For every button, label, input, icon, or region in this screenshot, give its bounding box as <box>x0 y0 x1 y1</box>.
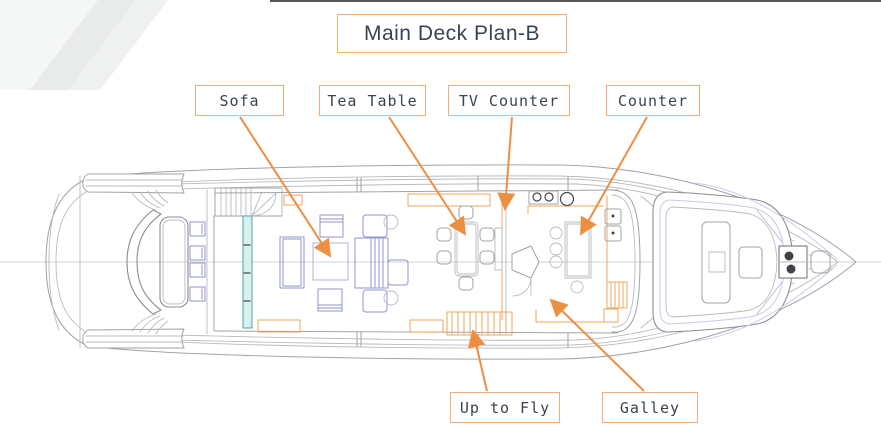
sofa-arrow <box>239 116 332 258</box>
stern-stair-fan-top <box>131 189 169 211</box>
bow-area <box>640 182 838 342</box>
counter-arrow <box>580 116 648 236</box>
salon-glass-door <box>242 215 253 329</box>
callout-tea-table: Tea Table <box>319 85 426 116</box>
wall-cabinets <box>257 193 491 333</box>
callout-sofa: Sofa <box>195 85 284 116</box>
stove <box>528 190 559 205</box>
callout-galley: Galley <box>602 392 698 423</box>
top-edge-line <box>270 0 881 2</box>
sink <box>559 191 575 207</box>
entry-vestibule <box>511 245 540 279</box>
corner-decoration <box>0 0 168 90</box>
tea-table <box>454 221 479 277</box>
aft-chairs <box>189 221 206 302</box>
up-to-fly-arrow <box>467 329 488 392</box>
bow-sunpad <box>701 221 731 304</box>
stern-stair-fan-bottom <box>131 313 169 335</box>
transom-curved-seat <box>126 209 162 315</box>
galley-counter <box>564 221 592 279</box>
plan-title: Main Deck Plan-B <box>337 14 567 53</box>
tv-cabinet <box>494 227 503 271</box>
callout-tea-table-label: Tea Table <box>327 91 418 110</box>
aft-table <box>159 216 189 308</box>
callout-counter-label: Counter <box>617 91 689 110</box>
bow-settee-cushions <box>659 199 786 325</box>
callout-counter: Counter <box>606 85 700 116</box>
plan-title-text: Main Deck Plan-B <box>363 21 541 45</box>
galley-cabinet-bank <box>606 281 628 309</box>
salon-lounge <box>279 214 409 313</box>
callout-arrows <box>239 116 648 392</box>
callout-up-to-fly-label: Up to Fly <box>459 398 551 417</box>
callout-tv-counter-label: TV Counter <box>458 91 560 110</box>
tea-table-set <box>436 205 495 291</box>
callout-sofa-label: Sofa <box>219 91 260 110</box>
counter-stools <box>549 226 584 294</box>
tv-counter-arrow <box>497 116 516 211</box>
fridge <box>604 208 622 225</box>
bow-gunwale-trim <box>694 182 838 342</box>
anchor-hatch <box>810 250 831 274</box>
tea-table-arrow <box>388 116 467 236</box>
callout-tv-counter: TV Counter <box>448 85 570 116</box>
sofa <box>279 236 305 289</box>
galley-area <box>511 190 628 323</box>
aft-deck <box>79 173 283 349</box>
callout-up-to-fly: Up to Fly <box>450 392 560 423</box>
callout-galley-label: Galley <box>619 398 681 417</box>
galley-arrow <box>549 298 645 392</box>
